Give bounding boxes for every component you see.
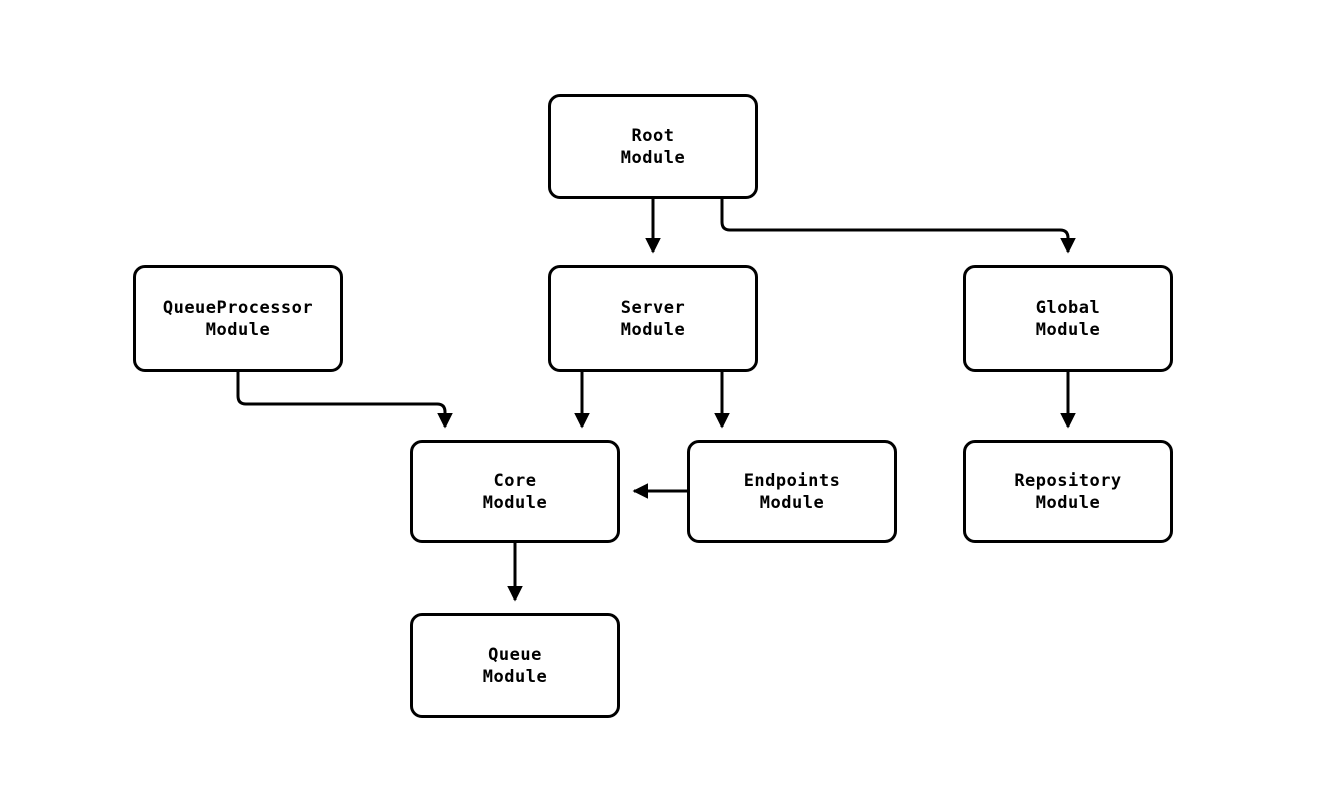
node-queue[interactable]: Queue Module: [410, 613, 620, 718]
node-global[interactable]: Global Module: [963, 265, 1173, 372]
node-label-global: Global Module: [1035, 297, 1101, 340]
node-label-server: Server Module: [620, 297, 686, 340]
node-label-endpoints: Endpoints Module: [743, 470, 841, 513]
node-label-repository: Repository Module: [1014, 470, 1122, 513]
node-repository[interactable]: Repository Module: [963, 440, 1173, 543]
node-label-queueprocessor: QueueProcessor Module: [162, 297, 314, 340]
node-server[interactable]: Server Module: [548, 265, 758, 372]
node-queueprocessor[interactable]: QueueProcessor Module: [133, 265, 343, 372]
node-label-root: Root Module: [620, 125, 686, 168]
node-endpoints[interactable]: Endpoints Module: [687, 440, 897, 543]
node-core[interactable]: Core Module: [410, 440, 620, 543]
edge-root-global: [720, 199, 1076, 254]
node-label-core: Core Module: [482, 470, 548, 513]
edge-queueprocessor-core: [236, 372, 453, 429]
node-root[interactable]: Root Module: [548, 94, 758, 199]
node-label-queue: Queue Module: [482, 644, 548, 687]
